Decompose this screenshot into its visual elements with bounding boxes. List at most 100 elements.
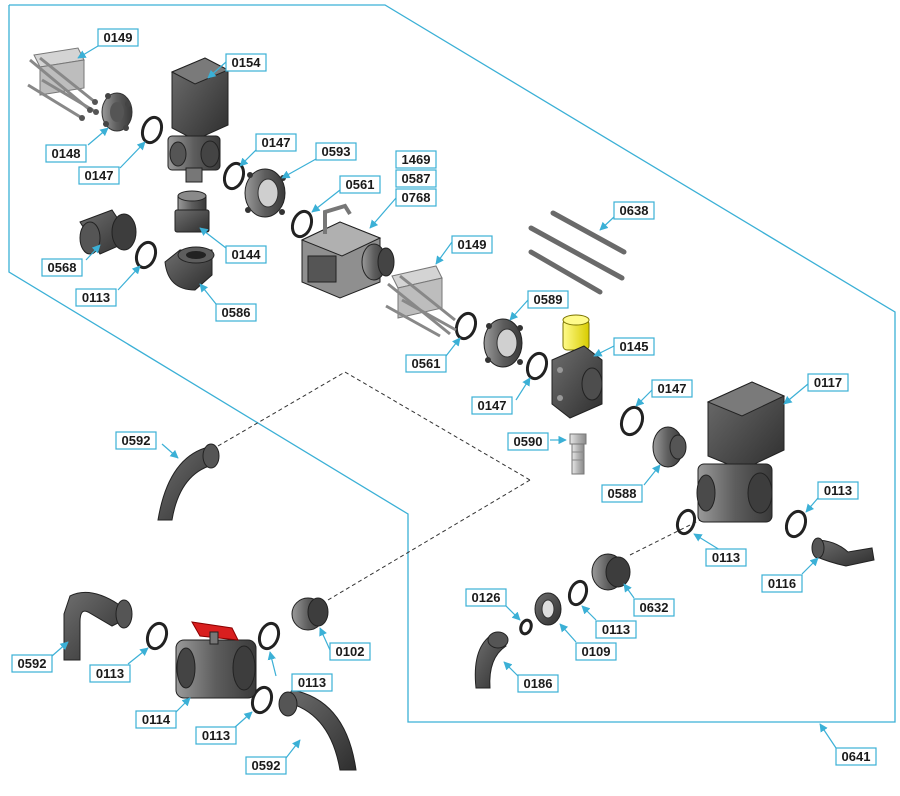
label-text: 0144: [232, 247, 262, 262]
part-label-0147-c: 0147: [471, 396, 513, 415]
label-text: 0147: [478, 398, 507, 413]
label-text: 0638: [620, 203, 649, 218]
label-text: 0113: [602, 622, 630, 637]
part-label-0109: 0109: [575, 642, 617, 661]
label-box: [395, 150, 437, 169]
label-text: 0148: [52, 146, 81, 161]
part-label-0114: 0114: [135, 710, 177, 729]
label-box: [517, 674, 559, 693]
label-text: 0149: [104, 30, 133, 45]
label-box: [97, 28, 139, 47]
leader-lines: [51, 45, 837, 759]
part-label-0113-a: 0113: [75, 288, 117, 307]
part-label-1469: 1469: [395, 150, 437, 169]
label-box: [835, 747, 877, 766]
flange-0588-drawing: [652, 426, 687, 468]
part-label-0592-b: 0592: [11, 654, 53, 673]
hose-tail-0568-drawing: [79, 209, 137, 255]
nipple-0632-drawing: [591, 553, 631, 591]
label-text: 0147: [85, 168, 114, 183]
label-box: [613, 201, 655, 220]
o-ring-drawings: [134, 115, 808, 715]
label-box: [807, 373, 849, 392]
fitting-0144-drawing: [174, 190, 210, 233]
label-text: 0102: [336, 644, 365, 659]
label-box: [115, 431, 157, 450]
label-box: [339, 175, 381, 194]
part-label-0113-d: 0113: [595, 620, 637, 639]
label-text: 0587: [402, 171, 431, 186]
label-box: [315, 142, 357, 161]
label-box: [405, 354, 447, 373]
assembly-dashed-line-right: [629, 519, 701, 556]
bracket-0149-top-drawing: [27, 47, 99, 121]
flange-0593-drawing: [244, 168, 286, 218]
label-box: [527, 290, 569, 309]
label-box: [255, 133, 297, 152]
part-label-0113-g: 0113: [195, 726, 237, 745]
label-text: 0586: [222, 305, 251, 320]
part-label-0638: 0638: [613, 201, 655, 220]
label-box: [651, 379, 693, 398]
label-text: 0588: [608, 486, 637, 501]
label-box: [245, 756, 287, 775]
flange-0148-drawing: [101, 92, 133, 132]
pipe-bend-0592-upper-drawing: [157, 443, 220, 521]
label-box: [45, 144, 87, 163]
part-label-0113-b: 0113: [705, 548, 747, 567]
part-label-0586: 0586: [215, 303, 257, 322]
part-label-0589: 0589: [527, 290, 569, 309]
part-label-0561-b: 0561: [405, 354, 447, 373]
elbow-0586-drawing: [164, 246, 215, 291]
label-text: 0117: [814, 375, 842, 390]
actuator-valve-0768-drawing: [300, 203, 395, 299]
label-text: 0113: [298, 675, 326, 690]
label-text: 0114: [142, 712, 171, 727]
part-label-0768: 0768: [395, 188, 437, 207]
elbow-0592-left-drawing: [63, 591, 133, 661]
label-text: 0109: [582, 644, 611, 659]
label-box: [451, 235, 493, 254]
label-box: [465, 588, 507, 607]
motor-valve-0154-drawing: [167, 57, 230, 183]
part-label-0588: 0588: [601, 484, 643, 503]
label-box: [291, 673, 333, 692]
part-label-0116: 0116: [761, 574, 803, 593]
label-text: 0592: [18, 656, 47, 671]
part-label-0126: 0126: [465, 588, 507, 607]
motor-valve-0117-drawing: [696, 381, 786, 523]
part-label-0593: 0593: [315, 142, 357, 161]
part-label-0145: 0145: [613, 337, 655, 356]
label-box: [471, 396, 513, 415]
label-text: 0113: [824, 483, 852, 498]
part-labels: 0149 0154 0148 0147 0147 0593 1469 0587 0768 0561…: [11, 28, 877, 775]
part-label-0587: 0587: [395, 169, 437, 188]
label-text: 0147: [262, 135, 291, 150]
part-label-0590: 0590: [507, 432, 549, 451]
label-box: [75, 288, 117, 307]
part-label-0632: 0632: [633, 598, 675, 617]
label-text: 0154: [232, 55, 262, 70]
label-text: 0590: [514, 434, 543, 449]
label-text: 0561: [412, 356, 441, 371]
label-text: 0113: [96, 666, 124, 681]
nut-0109-drawing: [534, 592, 562, 626]
label-box: [195, 726, 237, 745]
label-box: [395, 169, 437, 188]
part-label-0147-a: 0147: [78, 166, 120, 185]
part-label-0592-a: 0592: [115, 431, 157, 450]
pipe-bend-0592-lower-drawing: [278, 689, 357, 771]
part-label-0144: 0144: [225, 245, 267, 264]
fitting-0102-drawing: [291, 597, 329, 631]
flange-0589-drawing: [483, 318, 523, 368]
label-text: 0568: [48, 260, 77, 275]
part-label-0186: 0186: [517, 674, 559, 693]
part-label-0149-top: 0149: [97, 28, 139, 47]
label-box: [507, 432, 549, 451]
label-text: 0116: [768, 576, 796, 591]
bracket-0149-mid-drawing: [385, 265, 457, 338]
assembly-dashed-line-lower: [327, 479, 531, 601]
label-box: [395, 188, 437, 207]
